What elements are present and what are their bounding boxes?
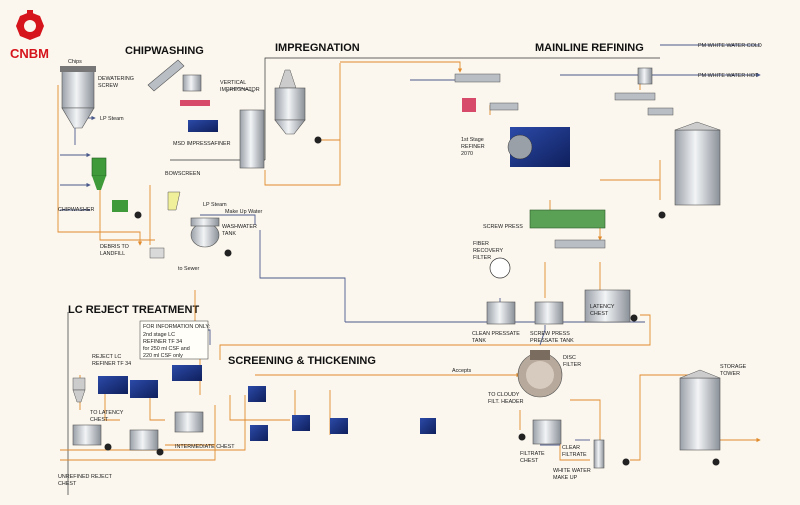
label-disc-1: DISC: [563, 355, 576, 361]
boundary-lines: [67, 57, 660, 495]
label-unrefined-1: UNREFINED REJECT: [58, 474, 113, 480]
label-chips: Chips: [68, 59, 82, 65]
reject-chests: [72, 411, 204, 451]
latency-chest: [584, 289, 631, 323]
label-screw-press: SCREW PRESS: [483, 224, 523, 230]
section-chipwashing: CHIPWASHING: [125, 45, 204, 57]
chip-silo: [60, 66, 96, 129]
label-to-latency-2: CHEST: [90, 417, 109, 423]
chipwasher: [91, 157, 128, 212]
label-storage-2: TOWER: [720, 371, 740, 377]
fiber-recovery-filter: [489, 257, 511, 279]
info-box: [139, 320, 209, 360]
section-screening-thickening: SCREENING & THICKENING: [228, 355, 376, 367]
brand-name: CNBM: [10, 46, 49, 61]
label-pm-white-water-hot: PM WHITE WATER HOT: [698, 73, 759, 79]
bowscreen: [167, 191, 181, 211]
feed-screw: [454, 73, 519, 112]
label-latency-2: CHEST: [590, 311, 609, 317]
cyclone-discharge: [614, 67, 674, 116]
vertical-impregnator: [225, 87, 265, 169]
label-sp-tank-1: SCREW PRESS: [530, 331, 570, 337]
label-bowscreen: BOWSCREEN: [165, 171, 200, 177]
label-chipwasher: CHIPWASHER: [58, 207, 94, 213]
label-sp-tank-2: PRESSATE TANK: [530, 338, 574, 344]
section-lc-reject-treatment: LC REJECT TREATMENT: [68, 304, 199, 316]
pumps: [104, 136, 720, 466]
label-refiner-3: 2070: [461, 151, 473, 157]
washwater-tank: [190, 217, 220, 248]
label-info-5: 220 ml CSF only: [143, 353, 183, 359]
info-lc-refiner: [172, 365, 202, 381]
label-refiner-2: REFINER: [461, 144, 485, 150]
debris-bin: [149, 247, 165, 259]
label-info-1: FOR INFORMATION ONLY:: [143, 324, 210, 330]
screening-units: [248, 386, 436, 441]
label-washwater-1: WASHWATER: [222, 224, 257, 230]
clean-pressate-tank: [486, 301, 516, 325]
label-ww-makeup-2: MAKE UP: [553, 475, 578, 481]
reject-lc-refiner: [98, 376, 158, 398]
reject-hopper: [72, 377, 86, 403]
label-cloudy-2: FILT. HEADER: [488, 399, 524, 405]
msd-impressafiner: [180, 74, 218, 132]
label-info-3: REFINER TF 34: [143, 339, 182, 345]
mc-pump: [593, 439, 605, 469]
disc-filter: [517, 350, 563, 398]
label-msd-impressafiner: MSD IMPRESSAFINER: [173, 141, 231, 147]
label-debris-1: DEBRIS TO: [100, 244, 129, 250]
label-info-2: 2nd stage LC: [143, 332, 175, 338]
label-clear-2: FILTRATE: [562, 452, 587, 458]
flow-lines-blue: [60, 44, 761, 446]
label-debris-2: LANDFILL: [100, 251, 125, 257]
label-fiber-3: FILTER: [473, 255, 491, 261]
label-cloudy-1: TO CLOUDY: [488, 392, 520, 398]
label-refiner-1: 1st Stage: [461, 137, 484, 143]
label-dewatering-2: SCREW: [98, 83, 119, 89]
label-storage-1: STORAGE: [720, 364, 747, 370]
label-to-sewer: to Sewer: [178, 266, 199, 272]
impregnation-tank: [274, 69, 306, 135]
cnbm-logo: CNBM: [10, 10, 49, 61]
label-unrefined-2: CHEST: [58, 481, 77, 487]
label-dewatering-1: DEWATERING: [98, 76, 134, 82]
label-pm-white-water-cold: PM WHITE WATER COLD: [698, 43, 762, 49]
label-latency-1: LATENCY: [590, 304, 615, 310]
label-vert-2: IMPREGNATOR: [220, 87, 260, 93]
label-make-up-water: Make Up Water: [225, 209, 262, 215]
label-filtrate-1: FILTRATE: [520, 451, 545, 457]
label-accepts: Accepts: [452, 368, 471, 374]
latency-tower: [674, 121, 721, 206]
label-clear-1: CLEAR: [562, 445, 580, 451]
storage-tower: [679, 369, 721, 451]
label-to-latency-1: TO LATENCY: [90, 410, 124, 416]
filtrate-chest: [532, 419, 562, 445]
label-intermediate-chest: INTERMEDIATE CHEST: [175, 444, 235, 450]
label-fiber-2: RECOVERY: [473, 248, 504, 254]
screw-press-pressate-tank: [534, 301, 564, 325]
label-fiber-1: FIBER: [473, 241, 489, 247]
dewatering-screw: [147, 59, 185, 92]
label-disc-2: FILTER: [563, 362, 581, 368]
label-clean-pressate-2: TANK: [472, 338, 486, 344]
labels: Chips DEWATERING SCREW LP Steam CHIPWASH…: [58, 43, 762, 487]
label-washwater-2: TANK: [222, 231, 236, 237]
label-ww-makeup-1: WHITE WATER: [553, 468, 591, 474]
section-mainline-refining: MAINLINE REFINING: [535, 42, 644, 54]
screw-press: [529, 209, 606, 249]
label-vert-1: VERTICAL: [220, 80, 246, 86]
label-lp-steam-2: LP Steam: [203, 202, 227, 208]
label-filtrate-2: CHEST: [520, 458, 539, 464]
section-impregnation: IMPREGNATION: [275, 42, 360, 54]
label-clean-pressate-1: CLEAN PRESSATE: [472, 331, 520, 337]
label-info-4: for 250 ml CSF and: [143, 346, 190, 352]
first-stage-refiner: [507, 127, 570, 167]
label-lp-steam-1: LP Steam: [100, 116, 124, 122]
label-reject-1: REJECT LC: [92, 354, 121, 360]
flow-lines-orange: [57, 61, 761, 461]
label-reject-2: REFINER TF 34: [92, 361, 131, 367]
